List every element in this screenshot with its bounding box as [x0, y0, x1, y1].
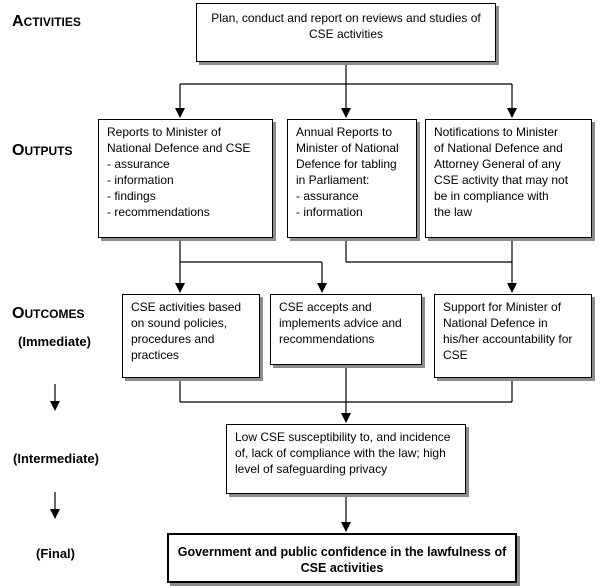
- activity-line: CSE activities: [308, 27, 384, 41]
- outcome-advice-line: recommendations: [279, 332, 375, 346]
- outcome-advice-line: implements advice and: [279, 316, 402, 330]
- intermediate-outcome-box: Low CSE susceptibility to, and incidence…: [226, 424, 466, 494]
- output-notifications-line: of National Defence and: [434, 141, 563, 155]
- intermediate-outcome-line: Low CSE susceptibility to, and incidence: [235, 430, 451, 444]
- final-outcome-line: CSE activities: [300, 561, 384, 575]
- output-annual-box: Annual Reports to Minister of National D…: [287, 119, 417, 238]
- output-annual-line: Minister of National: [296, 141, 399, 155]
- activities-label-initial: A: [12, 13, 24, 30]
- outcome-policies-line: CSE activities based: [131, 300, 242, 314]
- final-outcome-box: Government and public confidence in the …: [167, 533, 517, 583]
- output-reports-line: - assurance: [107, 157, 170, 171]
- final-outcome-line: Government and public confidence in the …: [177, 545, 507, 559]
- output-annual-line: - assurance: [296, 189, 359, 203]
- outcomes-label-rest: UTCOMES: [24, 307, 85, 321]
- output-notifications-line: CSE activity that may not: [434, 173, 569, 187]
- output-notifications-line: Notifications to Minister: [434, 125, 559, 139]
- outputs-label-rest: UTPUTS: [24, 144, 73, 158]
- outcome-policies-box: CSE activities based on sound policies, …: [122, 294, 260, 378]
- outcome-support-line: CSE: [443, 348, 468, 362]
- outcome-support-line: Support for Minister of: [443, 300, 562, 314]
- activity-line: Plan, conduct and report on reviews and …: [211, 11, 481, 25]
- outcome-support-box: Support for Minister of National Defence…: [434, 294, 592, 378]
- output-reports-line: - recommendations: [107, 205, 210, 219]
- output-annual-line: Annual Reports to: [296, 125, 393, 139]
- intermediate-outcome-line: level of safeguarding privacy: [235, 462, 388, 476]
- outcomes-label: OUTCOMES: [12, 305, 84, 323]
- intermediate-outcome-line: of, lack of compliance with the law; hig…: [235, 446, 446, 460]
- outputs-label: OUTPUTS: [12, 142, 72, 160]
- output-notifications-line: Attorney General of any: [434, 157, 561, 171]
- outputs-label-initial: O: [12, 142, 25, 159]
- activities-label-rest: CTIVITIES: [23, 15, 81, 29]
- outcome-advice-line: CSE accepts and: [279, 300, 372, 314]
- output-reports-line: Reports to Minister of: [107, 125, 222, 139]
- output-annual-line: Defence for tabling: [296, 157, 397, 171]
- activities-label: ACTIVITIES: [12, 13, 81, 31]
- activity-box: Plan, conduct and report on reviews and …: [196, 3, 496, 62]
- output-notifications-line: the law: [434, 205, 473, 219]
- final-label: (Final): [36, 546, 75, 561]
- output-reports-line: National Defence and CSE: [107, 141, 251, 155]
- intermediate-label: (Intermediate): [13, 451, 99, 466]
- output-reports-line: - information: [107, 173, 174, 187]
- output-reports-line: - findings: [107, 189, 156, 203]
- outcome-policies-line: procedures and: [131, 332, 215, 346]
- immediate-label: (Immediate): [18, 334, 91, 349]
- outcomes-label-initial: O: [12, 305, 25, 322]
- outcome-policies-line: on sound policies,: [131, 316, 228, 330]
- output-notifications-line: be in compliance with: [434, 189, 549, 203]
- outcome-support-line: National Defence in: [443, 316, 548, 330]
- output-annual-line: - information: [296, 205, 363, 219]
- output-annual-line: in Parliament:: [296, 173, 370, 187]
- output-notifications-box: Notifications to Minister of National De…: [425, 119, 592, 238]
- outcome-policies-line: practices: [131, 348, 180, 362]
- outcome-advice-box: CSE accepts and implements advice and re…: [270, 294, 422, 365]
- outcome-support-line: his/her accountability for: [443, 332, 573, 346]
- output-reports-box: Reports to Minister of National Defence …: [98, 119, 273, 238]
